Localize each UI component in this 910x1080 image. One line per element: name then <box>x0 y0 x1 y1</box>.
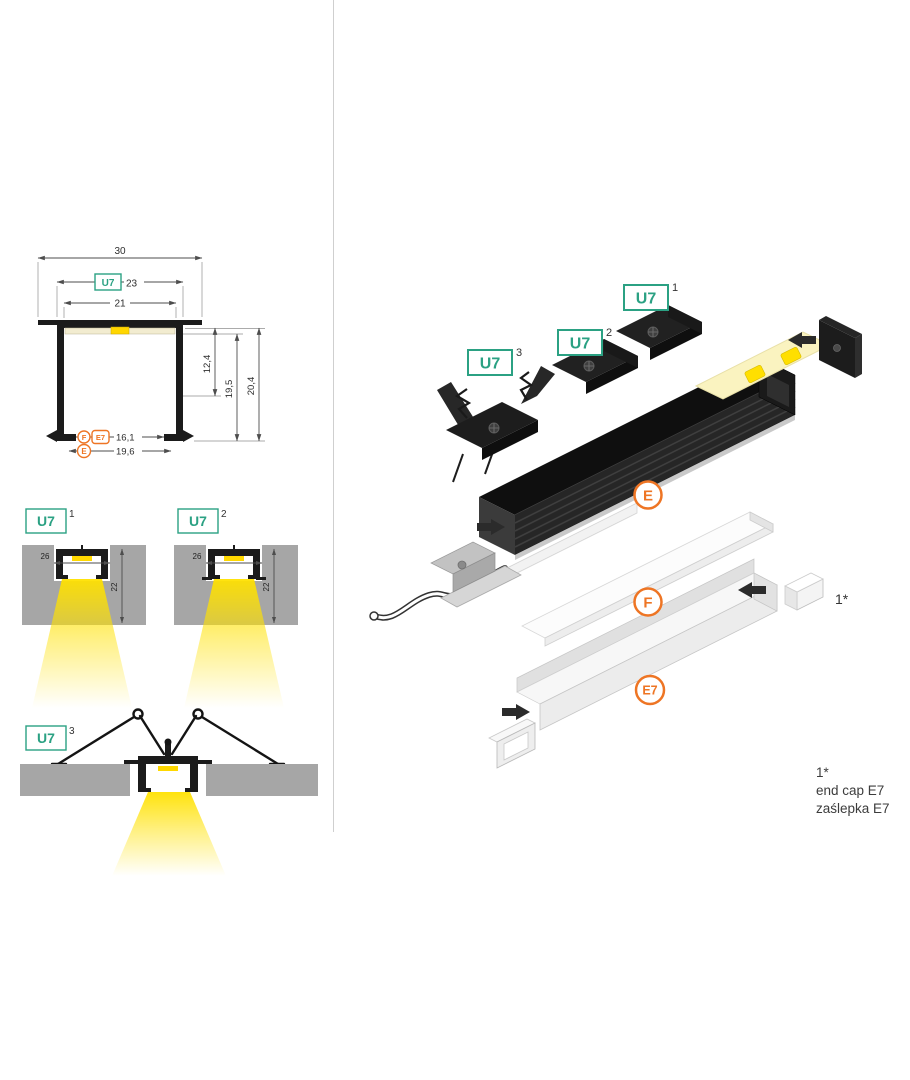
variant-1: U7 1 26 22 <box>22 508 146 708</box>
badge-e7: E7 <box>96 433 105 442</box>
badge-e7-box <box>91 429 110 445</box>
variant-1-sup: 1 <box>69 509 75 520</box>
black-end-cap <box>819 316 862 378</box>
footnote-marker: 1* <box>816 765 829 780</box>
badge-e7-circle <box>634 674 666 706</box>
led-strip <box>110 326 130 335</box>
variant-2-sup: 2 <box>221 509 227 520</box>
variant-2: U7 2 26 22 <box>174 508 298 708</box>
badge-f: F <box>643 595 652 612</box>
bracket-2-label: U7 <box>570 336 591 353</box>
dim-inner-width: 21 <box>114 299 126 310</box>
endcap-ref-label: 1* <box>835 591 849 607</box>
dim-cover-fe7: 16,1 <box>116 433 135 444</box>
footnote-line-en: end cap E7 <box>816 783 885 799</box>
dim-depth-outer: 20,4 <box>246 377 257 396</box>
spring-arms <box>50 708 286 766</box>
light-beam <box>184 579 284 708</box>
exploded-assembly: 1* E F E7 U7 1 U7 2 <box>369 282 862 769</box>
bracket-2 <box>552 339 638 394</box>
variant-1-dim-height: 22 <box>110 582 119 591</box>
variant-2-label-box <box>177 508 219 534</box>
cover-e7 <box>516 558 778 731</box>
footnote: 1* end cap E7 zaślepka E7 <box>816 764 890 819</box>
variant-1-label-box <box>25 508 67 534</box>
suspended-profile <box>124 738 212 792</box>
variant-3-sup: 3 <box>69 726 75 737</box>
bracket-2-sup: 2 <box>606 327 612 339</box>
led-strip <box>72 556 92 561</box>
variant-3-label-box <box>25 725 67 751</box>
badge-f-circle <box>633 587 663 617</box>
light-beam <box>112 792 226 876</box>
profile-cross-section <box>38 320 202 442</box>
badge-f-circle <box>77 430 91 444</box>
led-strip <box>158 766 178 771</box>
dim-outer-width: 30 <box>114 246 126 257</box>
u7-code: U7 <box>102 278 115 289</box>
e7-frame-cap <box>488 718 536 769</box>
badge-e7: E7 <box>642 684 657 698</box>
vertical-divider <box>333 0 334 832</box>
bracket-1-sup: 1 <box>672 282 678 294</box>
variant-1-dim-width: 26 <box>41 552 50 561</box>
badge-e: E <box>81 447 87 456</box>
variant-1-label: U7 <box>37 513 55 529</box>
bracket-1-label-box <box>623 284 669 311</box>
dim-mid-width: 23 <box>126 279 138 290</box>
bracket-2-label-box <box>557 329 603 356</box>
bracket-1-label: U7 <box>636 291 657 308</box>
variant-2-label: U7 <box>189 513 207 529</box>
badge-e: E <box>643 488 653 505</box>
variant-2-dim-height: 22 <box>262 582 271 591</box>
mounting-variants-1-2: U7 1 26 22 U7 2 <box>22 508 298 708</box>
dim-depth-mid: 19,5 <box>224 380 235 399</box>
bracket-3-label: U7 <box>480 356 501 373</box>
mounting-variant-3: U7 3 <box>20 708 318 876</box>
arrow-fcap-left <box>738 582 766 598</box>
diffuser-f <box>521 511 774 647</box>
u7-code-box <box>94 273 122 291</box>
bracket-3 <box>437 366 555 483</box>
badge-f: F <box>82 433 87 442</box>
arrow-e7cap-right <box>502 704 530 720</box>
end-bracket <box>430 541 522 608</box>
arrow-bracket-right <box>477 519 505 535</box>
footnote-line-pl: zaślepka E7 <box>816 801 890 817</box>
cross-section-drawing: 30 U7 23 21 12,4 19,5 20, <box>37 246 265 459</box>
variant-2-dim-width: 26 <box>193 552 202 561</box>
f-end-cap <box>784 572 824 611</box>
light-beam <box>32 579 132 708</box>
dim-cover-e: 19,6 <box>116 447 135 458</box>
arrow-endcap-left <box>788 332 816 348</box>
dim-depth-inner: 12,4 <box>202 355 213 374</box>
bracket-3-label-box <box>467 349 513 376</box>
led-strip <box>224 556 244 561</box>
bracket-1 <box>616 305 702 360</box>
badge-e-circle <box>76 443 92 459</box>
variant-3-label: U7 <box>37 730 55 746</box>
badge-e-circle <box>633 480 663 510</box>
extension-lines <box>37 262 265 442</box>
bracket-3-sup: 3 <box>516 347 522 359</box>
